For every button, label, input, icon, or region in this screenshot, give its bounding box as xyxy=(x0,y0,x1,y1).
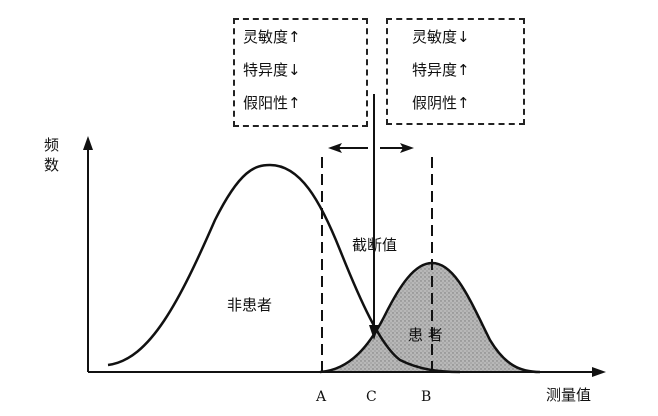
patient-distribution-area xyxy=(320,263,540,372)
x-axis-arrow-icon xyxy=(592,367,606,377)
left-shift-effects-box: 灵敏度↑ 特异度↓ 假阳性↑ xyxy=(233,18,368,127)
left-box-line: 灵敏度↑ xyxy=(243,28,301,46)
point-b-label: B xyxy=(421,389,432,405)
point-a-label: A xyxy=(316,389,327,405)
left-box-line: 假阳性↑ xyxy=(243,94,301,112)
y-axis-arrow-icon xyxy=(83,136,93,150)
y-axis-label: 频 xyxy=(44,136,60,154)
right-box-line: 假阴性↑ xyxy=(412,94,470,112)
x-axis-label: 测量值 xyxy=(546,386,592,404)
right-box-line: 灵敏度↓ xyxy=(412,28,470,46)
point-c-label: C xyxy=(366,389,377,405)
cutoff-label: 截断值 xyxy=(352,236,398,254)
shift-right-arrow-icon xyxy=(400,143,414,153)
non-patients-label: 非患者 xyxy=(227,296,273,314)
right-box-line: 特异度↑ xyxy=(412,61,470,79)
shift-left-arrow-icon xyxy=(328,143,342,153)
non-patient-curve xyxy=(107,163,461,374)
right-shift-effects-box: 灵敏度↓ 特异度↑ 假阴性↑ xyxy=(386,18,525,125)
patient-curve xyxy=(319,261,541,374)
y-axis-label: 数 xyxy=(44,156,60,174)
cutoff-arrow-icon xyxy=(369,325,379,340)
patients-label: 患 者 xyxy=(408,326,443,344)
left-box-line: 特异度↓ xyxy=(243,61,301,79)
